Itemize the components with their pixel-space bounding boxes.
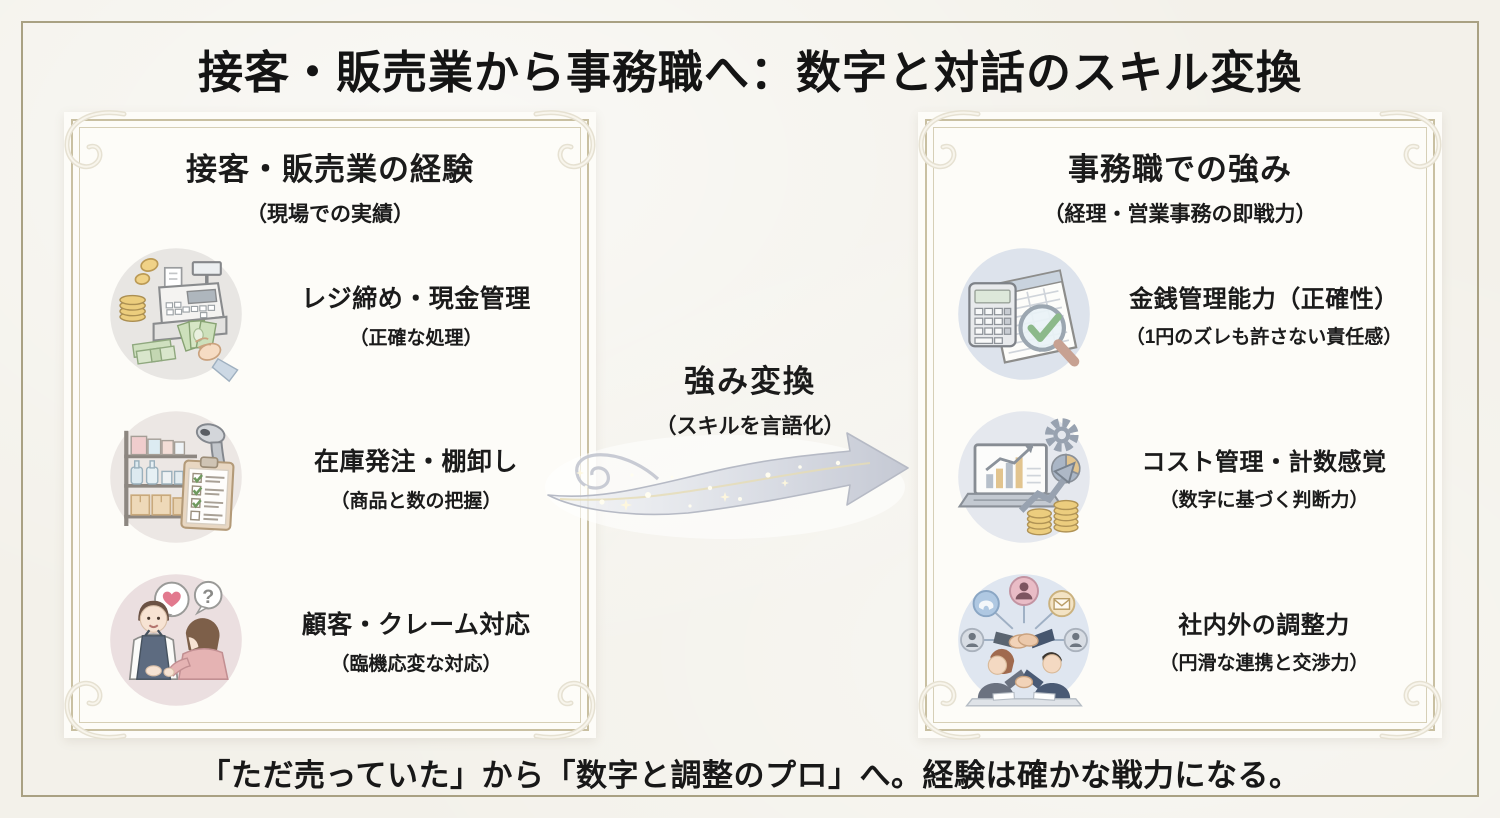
right-panel: 事務職での強み （経理・営業事務の即戦力）	[918, 110, 1442, 740]
skill-item-coordination: 社内外の調整力 （円滑な連携と交渉力）	[954, 562, 1420, 718]
skill-item-sublabel: （数字に基づく判断力）	[1159, 490, 1369, 511]
skill-item-label: コスト管理・計数感覚	[1141, 449, 1387, 476]
skill-item-label: レジ締め・現金管理	[301, 284, 531, 313]
center-label: 強み変換 （スキルを言語化）	[585, 356, 915, 440]
footer-message: 「ただ売っていた」から「数字と調整のプロ」へ。経験は確かな戦力になる。	[199, 758, 1301, 793]
page-title: 接客・販売業から事務職へ：数字と対話のスキル変換	[197, 48, 1302, 98]
skill-item-sublabel: （正確な処理）	[349, 327, 483, 349]
skill-item-text: 在庫発注・棚卸し （商品と数の把握）	[260, 442, 572, 513]
customer-service-icon: ?	[106, 570, 246, 710]
cash-register-icon	[106, 244, 246, 384]
skill-item-sublabel: （1円のズレも許さない責任感）	[1125, 327, 1403, 348]
skill-item-label: 社内外の調整力	[1178, 612, 1350, 639]
person-icon	[1015, 592, 1033, 600]
left-panel: 接客・販売業の経験 （現場での実績）	[64, 110, 596, 740]
left-panel-subtitle: （現場での実績）	[246, 203, 414, 226]
left-panel-header: 接客・販売業の経験 （現場での実績）	[64, 144, 596, 228]
left-panel-title: 接客・販売業の経験	[186, 152, 474, 187]
skill-item-inventory: 在庫発注・棚卸し （商品と数の把握）	[106, 399, 572, 555]
center-title: 強み変換	[684, 364, 816, 399]
right-panel-items: 金銭管理能力（正確性） （1円のズレも許さない責任感）	[918, 236, 1442, 722]
skill-item-label: 顧客・クレーム対応	[301, 610, 531, 639]
phone-icon	[978, 600, 994, 610]
skill-item-label: 在庫発注・棚卸し	[313, 447, 518, 476]
question-mark-glyph: ?	[202, 586, 214, 608]
skill-item-text: 顧客・クレーム対応 （臨機応変な対応）	[260, 605, 572, 676]
left-panel-items: レジ締め・現金管理 （正確な処理）	[64, 236, 596, 722]
skill-item-text: 社内外の調整力 （円滑な連携と交渉力）	[1108, 605, 1420, 675]
handshake-network-icon	[954, 570, 1094, 710]
right-panel-subtitle: （経理・営業事務の即戦力）	[1043, 203, 1317, 226]
envelope-icon	[1053, 598, 1071, 610]
calculator-ledger-icon	[954, 244, 1094, 384]
skill-item-money: 金銭管理能力（正確性） （1円のズレも許さない責任感）	[954, 236, 1420, 392]
skill-item-sublabel: （臨機応変な対応）	[330, 653, 502, 675]
laptop-analytics-icon	[954, 407, 1094, 547]
skill-item-text: レジ締め・現金管理 （正確な処理）	[260, 279, 572, 350]
sparkle-swoosh-arrow-icon	[540, 405, 920, 555]
skill-item-customer: ?	[106, 562, 572, 718]
skill-item-sublabel: （商品と数の把握）	[330, 490, 502, 512]
skill-item-sublabel: （円滑な連携と交渉力）	[1159, 653, 1369, 674]
center-subtitle: （スキルを言語化）	[655, 415, 845, 438]
skill-item-text: コスト管理・計数感覚 （数字に基づく判断力）	[1108, 442, 1420, 512]
skill-item-text: 金銭管理能力（正確性） （1円のズレも許さない責任感）	[1108, 279, 1420, 349]
skill-item-register: レジ締め・現金管理 （正確な処理）	[106, 236, 572, 392]
right-panel-header: 事務職での強み （経理・営業事務の即戦力）	[918, 144, 1442, 228]
inventory-shelf-icon	[106, 407, 246, 547]
skill-item-cost: コスト管理・計数感覚 （数字に基づく判断力）	[954, 399, 1420, 555]
skill-item-label: 金銭管理能力（正確性）	[1129, 286, 1399, 313]
right-panel-title: 事務職での強み	[1068, 152, 1292, 187]
